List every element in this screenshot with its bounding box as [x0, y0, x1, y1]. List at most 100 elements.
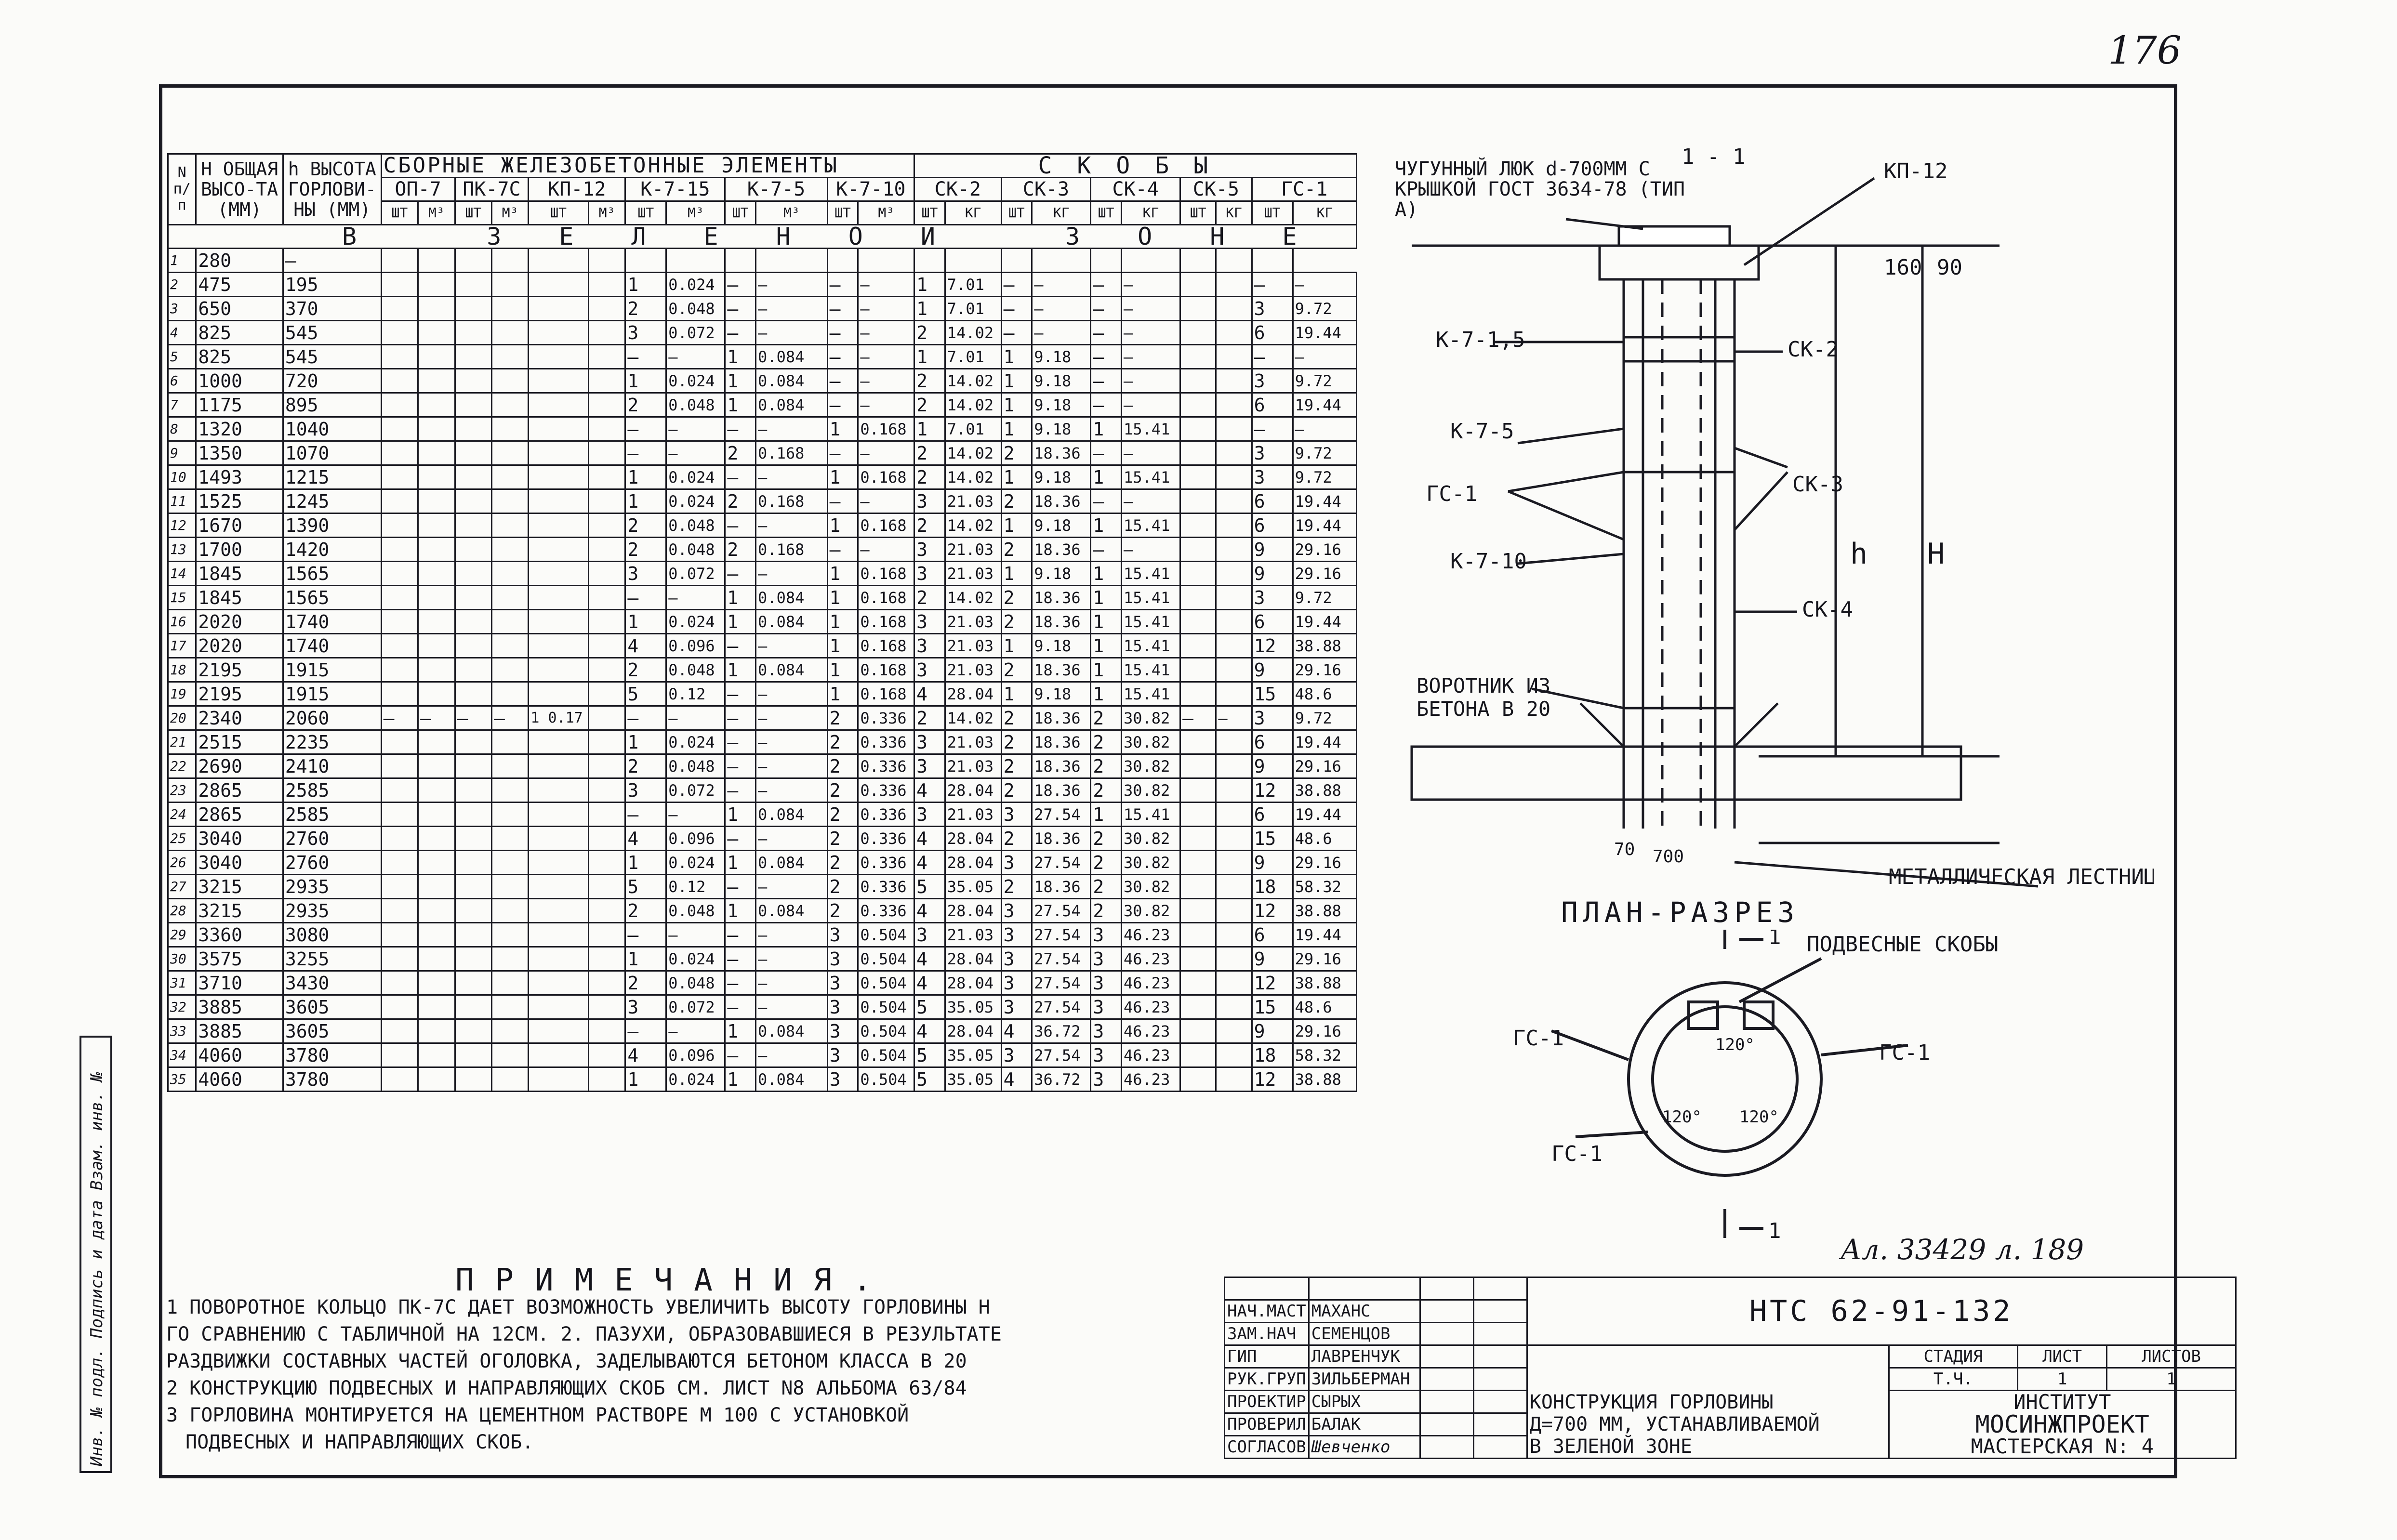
table-cell: [454, 1042, 492, 1068]
unit-header: ШТ: [454, 200, 492, 225]
table-cell: 18.36: [1031, 585, 1092, 610]
table-cell: 2: [1000, 705, 1033, 731]
table-cell: [1215, 609, 1253, 634]
table-cell: —: [624, 922, 667, 948]
unit-header: М³: [755, 200, 828, 225]
table-cell: 1: [724, 657, 757, 683]
table-cell: —: [857, 344, 915, 369]
table-cell: —: [490, 705, 530, 731]
table-cell: [454, 874, 492, 899]
side-stamp-text: Инв. № подл. Подпись и дата Взам. инв. №: [87, 1072, 106, 1466]
table-cell: 12: [167, 513, 197, 538]
table-cell: [1031, 248, 1092, 273]
table-cell: 1: [1090, 513, 1122, 538]
table-cell: 0.024: [665, 488, 726, 514]
table-cell: 6: [1251, 609, 1294, 634]
table-cell: 3: [1251, 296, 1294, 321]
table-cell: 0.504: [857, 1018, 915, 1044]
table-cell: 2: [1000, 826, 1033, 851]
table-cell: 21.03: [944, 488, 1002, 514]
table-cell: —: [755, 416, 828, 442]
table-cell: 2: [624, 753, 667, 779]
table-cell: 1175: [195, 392, 284, 418]
table-cell: 1: [624, 609, 667, 634]
table-cell: 9.18: [1031, 464, 1092, 490]
hatch-title: ЧУГУННЫЙ ЛЮК d-700ММ С КРЫШКОЙ ГОСТ 3634…: [1395, 158, 1685, 221]
table-cell: 27.54: [1031, 922, 1092, 948]
table-cell: 3: [914, 753, 946, 779]
plan-drawing: ПОДВЕСНЫЕ СКОБЫ ГС-1 ГС-1 ГС-1 120° 120°…: [1513, 930, 1998, 1243]
table-cell: 1: [1090, 802, 1122, 827]
table-cell: 0.024: [665, 272, 726, 297]
element-col-header: СК-4: [1090, 177, 1181, 202]
table-cell: —: [724, 970, 757, 996]
table-cell: —: [755, 922, 828, 948]
table-cell: [1215, 874, 1253, 899]
stamp-role: ПРОЕКТИР: [1224, 1390, 1310, 1414]
table-cell: —: [1251, 416, 1294, 442]
table-cell: 2: [826, 705, 859, 731]
table-cell: [454, 753, 492, 779]
table-cell: [417, 296, 456, 321]
table-cell: 36.72: [1031, 1066, 1092, 1092]
table-cell: 21.03: [944, 657, 1002, 683]
table-cell: 3: [1000, 994, 1033, 1020]
table-cell: 3: [624, 561, 667, 586]
table-cell: [380, 440, 419, 466]
table-cell: [587, 850, 626, 875]
table-cell: [454, 850, 492, 875]
notes-line-3: РАЗДВИЖКИ СОСТАВНЫХ ЧАСТЕЙ ОГОЛОВКА, ЗАД…: [166, 1350, 967, 1372]
table-cell: [490, 296, 530, 321]
table-cell: [380, 633, 419, 658]
table-cell: 18.36: [1031, 729, 1092, 755]
table-cell: [380, 729, 419, 755]
table-cell: 1: [624, 1066, 667, 1092]
table-cell: 0.504: [857, 994, 915, 1020]
doc-code: НТС 62-91-132: [1526, 1277, 2237, 1346]
table-cell: [380, 922, 419, 948]
table-cell: 0.168: [755, 488, 828, 514]
table-cell: —: [624, 416, 667, 442]
table-cell: [380, 392, 419, 418]
table-cell: 195: [282, 272, 382, 297]
table-cell: 1: [724, 1066, 757, 1092]
table-cell: [1215, 368, 1253, 394]
table-cell: [665, 248, 726, 273]
table-cell: 1420: [282, 537, 382, 562]
table-cell: 14.02: [944, 585, 1002, 610]
table-cell: 16: [167, 609, 197, 634]
table-cell: 58.32: [1292, 874, 1358, 899]
table-cell: 2: [826, 826, 859, 851]
table-cell: 3: [1090, 1042, 1122, 1068]
table-cell: [490, 513, 530, 538]
table-cell: [587, 296, 626, 321]
dim-70: 70: [1614, 840, 1635, 859]
table-cell: [1179, 1018, 1217, 1044]
table-cell: 5: [914, 874, 946, 899]
table-cell: 3080: [282, 922, 382, 948]
table-cell: 1: [826, 464, 859, 490]
table-cell: [1179, 922, 1217, 948]
table-cell: 30.82: [1120, 898, 1181, 923]
unit-header: М³: [665, 200, 726, 225]
table-cell: 2: [1000, 440, 1033, 466]
table-cell: —: [724, 320, 757, 345]
table-cell: —: [826, 320, 859, 345]
notes-line-1: 1 ПОВОРОТНОЕ КОЛЬЦО ПК-7С ДАЕТ ВОЗМОЖНОС…: [166, 1296, 990, 1318]
table-cell: 2: [624, 513, 667, 538]
table-cell: 14.02: [944, 320, 1002, 345]
stage-header: СТАДИЯ: [1888, 1344, 2018, 1369]
table-cell: —: [755, 994, 828, 1020]
table-cell: —: [624, 1018, 667, 1044]
table-cell: —: [755, 296, 828, 321]
table-cell: 30.82: [1120, 705, 1181, 731]
table-cell: 12: [1251, 898, 1294, 923]
table-cell: [417, 753, 456, 779]
table-cell: 15: [167, 585, 197, 610]
table-cell: 19.44: [1292, 513, 1358, 538]
label-ck3: СК-3: [1792, 472, 1843, 497]
unit-header: ШТ: [1179, 200, 1217, 225]
table-cell: [454, 272, 492, 297]
table-cell: —: [826, 440, 859, 466]
